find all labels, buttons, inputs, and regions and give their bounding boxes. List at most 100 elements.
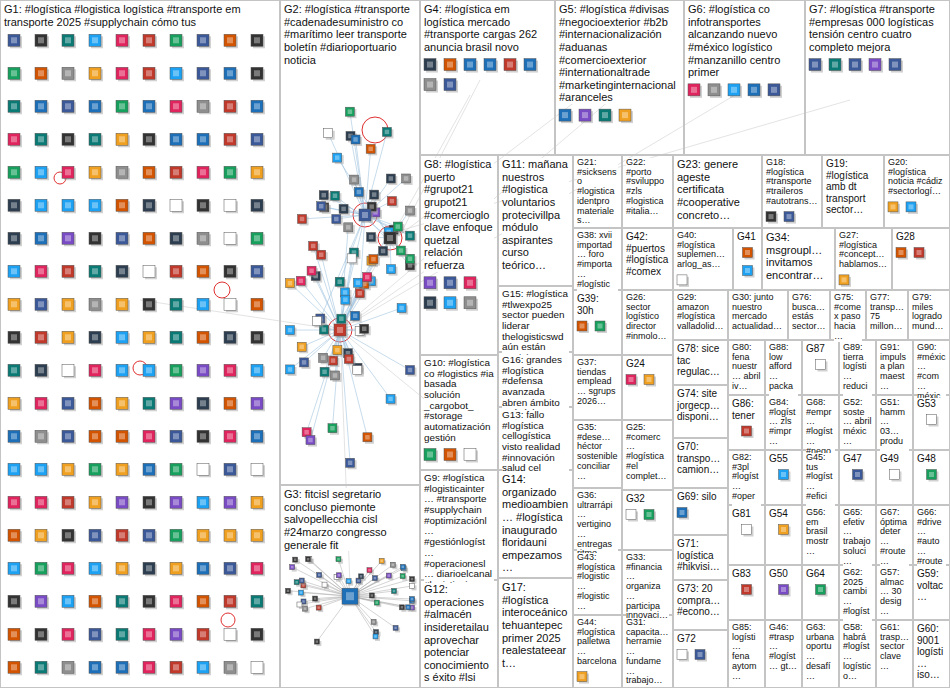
- icon-face: [89, 100, 101, 112]
- group-box: G36: ultrarrápi… vertigino… entregas rit…: [573, 488, 622, 550]
- icon-face: [728, 84, 740, 96]
- icon-face: [363, 273, 372, 282]
- group-box: G62: 2025 cambi… #logíst…: [839, 565, 876, 620]
- icon-mark: [447, 62, 453, 68]
- icon-shadow: [349, 256, 358, 265]
- icon-mark: [372, 621, 375, 624]
- vertex-icon: [853, 470, 865, 482]
- icon-shadow: [353, 137, 362, 146]
- vertex-icon: [251, 661, 265, 675]
- icon-mark: [365, 435, 370, 440]
- icon-face: [89, 430, 101, 442]
- icon-shadow: [781, 527, 791, 537]
- icon-face: [313, 596, 318, 601]
- icon-face: [286, 365, 295, 374]
- group-box: G85: logísti… fena aytom…: [728, 620, 765, 688]
- icon-mark: [200, 334, 206, 340]
- icon-face: [170, 199, 182, 211]
- vertex-icon: [298, 590, 305, 597]
- icon-shadow: [341, 206, 350, 215]
- icon-mark: [427, 300, 433, 306]
- group-label: G35: #dese… héctor sostenible conciliar…: [577, 423, 618, 481]
- group-box: G83: [728, 565, 765, 620]
- group-label: G59: voltac…: [917, 568, 946, 603]
- vertex-icon: [464, 297, 478, 311]
- icon-mark: [92, 202, 98, 208]
- icon-mark: [11, 598, 17, 604]
- vertex-icon: [677, 650, 689, 662]
- icon-face: [251, 661, 263, 673]
- group-box: G29: amazon #logística valladolid…: [673, 290, 728, 340]
- vertex-icon: [342, 588, 360, 606]
- vertex-icon: [559, 109, 573, 123]
- icon-mark: [92, 532, 98, 538]
- icon-mark: [507, 62, 513, 68]
- vertex-icon: [577, 321, 589, 333]
- icon-face: [116, 595, 128, 607]
- icon-mark: [427, 280, 433, 286]
- icon-shadow: [288, 281, 297, 290]
- icon-mark: [227, 598, 233, 604]
- icon-mark: [899, 250, 904, 255]
- icon-face: [8, 628, 20, 640]
- icon-mark: [38, 631, 44, 637]
- icon-mark: [307, 558, 310, 561]
- icon-mark: [323, 583, 326, 586]
- vertex-icon: [62, 463, 76, 477]
- vertex-icon: [373, 634, 380, 641]
- icon-face: [143, 463, 155, 475]
- icon-face: [35, 364, 47, 376]
- icon-mark: [357, 190, 362, 195]
- vertex-icon: [170, 166, 184, 180]
- icon-mark: [92, 169, 98, 175]
- vertex-icon: [143, 529, 157, 543]
- vertex-icon: [251, 67, 265, 81]
- group-box: G72: [673, 630, 728, 688]
- icon-mark: [582, 112, 588, 118]
- icon-mark: [65, 202, 71, 208]
- icon-face: [89, 34, 101, 46]
- icon-mark: [92, 334, 98, 340]
- icon-face: [197, 463, 209, 475]
- icon-mark: [227, 334, 233, 340]
- vertex-icon: [914, 248, 926, 260]
- vertex-icon: [371, 619, 378, 626]
- icon-mark: [65, 103, 71, 109]
- group-label: G41: [737, 231, 758, 243]
- icon-mark: [622, 112, 628, 118]
- vertex-icon: [393, 222, 404, 233]
- icon-face: [484, 59, 496, 71]
- icon-mark: [321, 193, 326, 198]
- vertex-icon: [424, 277, 438, 291]
- vertex-icon: [89, 562, 103, 576]
- icon-mark: [119, 268, 125, 274]
- group-box: G11: mañana nuestros #logistica voluntar…: [498, 155, 573, 286]
- icon-mark: [254, 400, 260, 406]
- group-box: G53: [913, 395, 950, 450]
- icon-face: [116, 397, 128, 409]
- vertex-link: [350, 136, 365, 215]
- vertex-icon: [143, 397, 157, 411]
- icon-mark: [308, 438, 313, 443]
- icon-face: [290, 565, 295, 570]
- icon-face: [35, 265, 47, 277]
- icon-face: [354, 188, 363, 197]
- vertex-icon: [444, 59, 458, 73]
- icon-face: [89, 595, 101, 607]
- icon-mark: [254, 631, 260, 637]
- icon-face: [116, 661, 128, 673]
- group-box: G46: #trasp… #logíst… gt…: [765, 620, 802, 688]
- icon-face: [89, 628, 101, 640]
- group-label: G63: urbana oportu… desafí…: [806, 623, 835, 681]
- group-label: G51: hamm… 03… produ…: [880, 398, 909, 456]
- icon-mark: [298, 603, 301, 606]
- group-box: G5: #logística #divisas #negocioexterior…: [555, 0, 684, 155]
- vertex-link: [301, 281, 340, 330]
- vertex-icon: [319, 191, 330, 202]
- vertex-icon: [370, 190, 381, 201]
- icon-mark: [447, 300, 453, 306]
- group-box: G73: 20 compra… #econo…: [673, 580, 728, 630]
- vertex-icon: [359, 574, 366, 581]
- icon-mark: [65, 70, 71, 76]
- vertex-icon: [224, 397, 238, 411]
